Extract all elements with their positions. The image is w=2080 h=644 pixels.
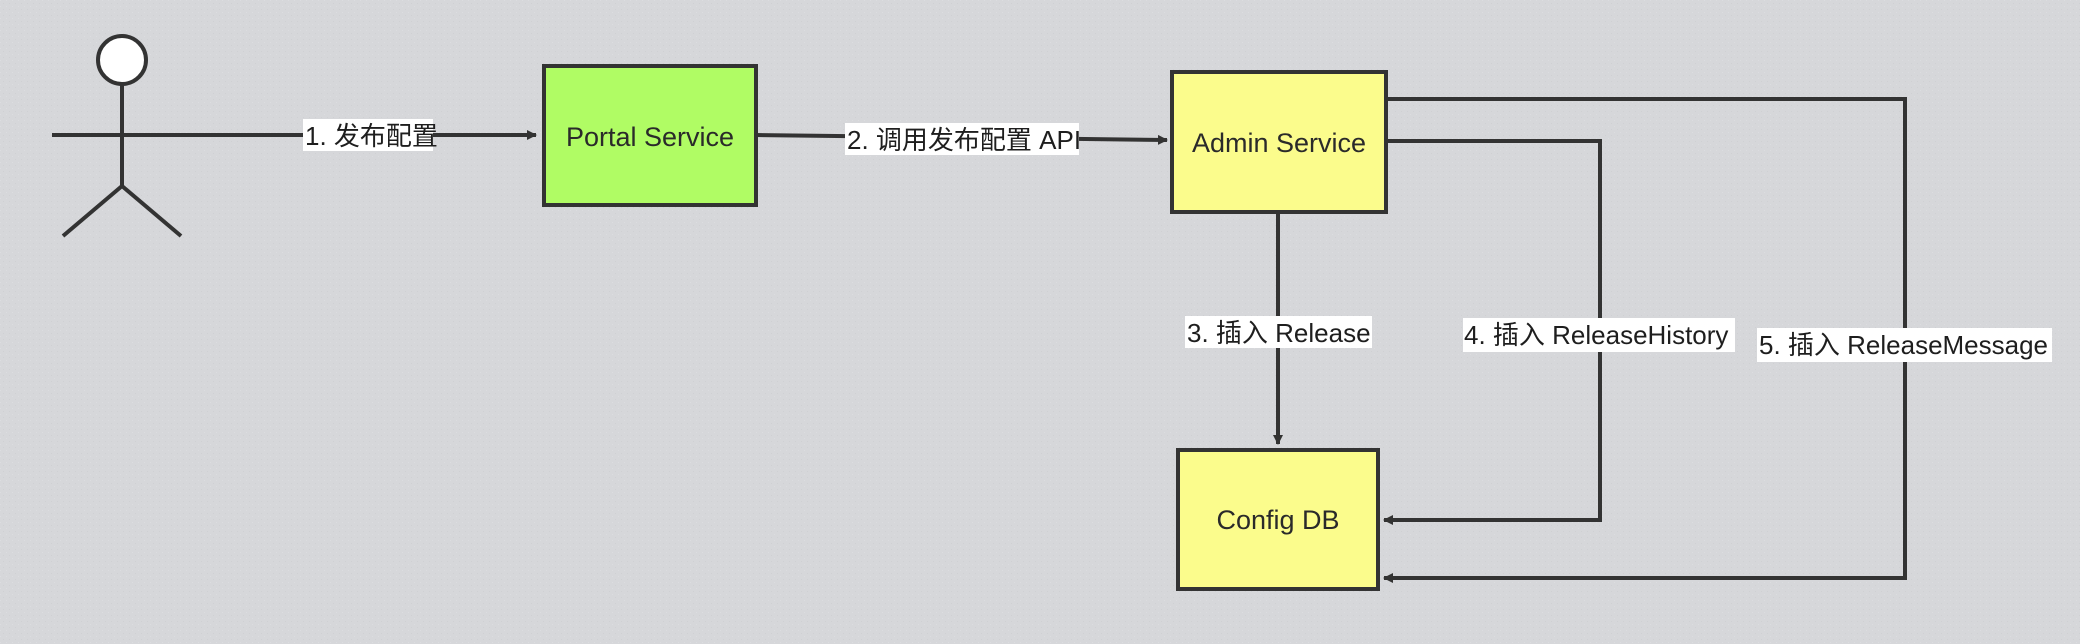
node-admin-service-label: Admin Service	[1192, 128, 1366, 158]
edge-insert-release-message-label-bg	[1757, 328, 2052, 362]
edge-publish-config-label-bg	[303, 119, 433, 151]
edge-insert-release-message-label: 5. 插入 ReleaseMessage	[1759, 330, 2048, 360]
user-actor-icon[interactable]	[52, 34, 192, 238]
node-admin-service[interactable]: Admin Service	[1170, 70, 1388, 214]
edge-call-publish-api[interactable]: 2. 调用发布配置 API	[755, 123, 1168, 155]
actor-head	[96, 34, 148, 86]
edge-publish-config-label: 1. 发布配置	[305, 121, 438, 151]
edge-insert-release-message[interactable]: 5. 插入 ReleaseMessage	[1383, 97, 2052, 583]
edge-insert-release[interactable]: 3. 插入 Release	[1185, 212, 1372, 445]
node-config-db[interactable]: Config DB	[1176, 448, 1380, 591]
node-config-db-label: Config DB	[1216, 505, 1339, 535]
edge-call-publish-api-label: 2. 调用发布配置 API	[847, 125, 1081, 155]
node-portal-service[interactable]: Portal Service	[542, 64, 758, 207]
node-config-db-box	[1176, 448, 1380, 591]
actor-left-leg	[61, 184, 124, 238]
edge-insert-release-history[interactable]: 4. 插入 ReleaseHistory	[1383, 139, 1735, 525]
node-portal-service-label: Portal Service	[566, 122, 734, 152]
edge-insert-release-history-label-bg	[1463, 318, 1735, 352]
node-portal-service-box	[542, 64, 758, 207]
edge-publish-config[interactable]: 1. 发布配置	[192, 119, 537, 151]
edge-call-publish-api-label-bg	[845, 123, 1079, 155]
actor-right-leg	[120, 184, 183, 238]
edge-insert-release-history-label: 4. 插入 ReleaseHistory	[1464, 320, 1728, 350]
edge-insert-release-label-bg	[1185, 316, 1372, 348]
node-admin-service-box	[1170, 70, 1388, 214]
edge-insert-release-label: 3. 插入 Release	[1187, 318, 1371, 348]
